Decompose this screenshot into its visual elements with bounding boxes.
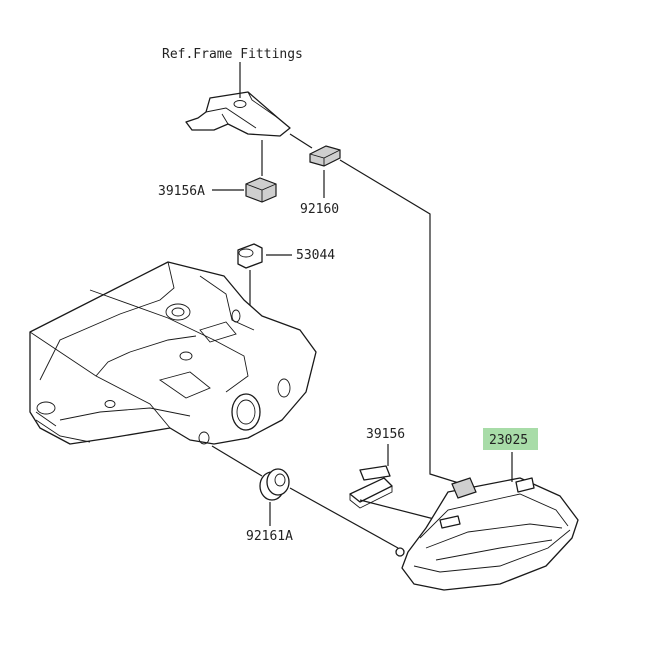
part-92161A-grommet [259, 468, 290, 501]
label-39156: 39156 [366, 427, 405, 442]
ref-frame-label: Ref.Frame Fittings [162, 47, 303, 62]
label-23025: 23025 [489, 433, 528, 448]
label-92161A: 92161A [246, 529, 293, 544]
leader-39156-to-lamp [359, 499, 439, 521]
frame-fitting-bracket [185, 91, 291, 137]
label-23025-highlight [483, 428, 538, 450]
label-39156A: 39156A [158, 184, 205, 199]
leader-92160-a [289, 133, 313, 149]
leader-92161A-from-frame [211, 445, 263, 477]
leader-92161A-to-lamp [289, 487, 399, 549]
rear-frame [29, 261, 317, 445]
label-53044: 53044 [296, 248, 335, 263]
part-39156-pad [349, 465, 393, 509]
leader-92160-to-lamp [339, 159, 463, 485]
part-23025-tail-lamp [395, 477, 579, 591]
part-92160-pad [309, 145, 341, 167]
part-39156A-pad [245, 177, 277, 203]
part-53044-collar [237, 243, 263, 269]
label-92160: 92160 [300, 202, 339, 217]
